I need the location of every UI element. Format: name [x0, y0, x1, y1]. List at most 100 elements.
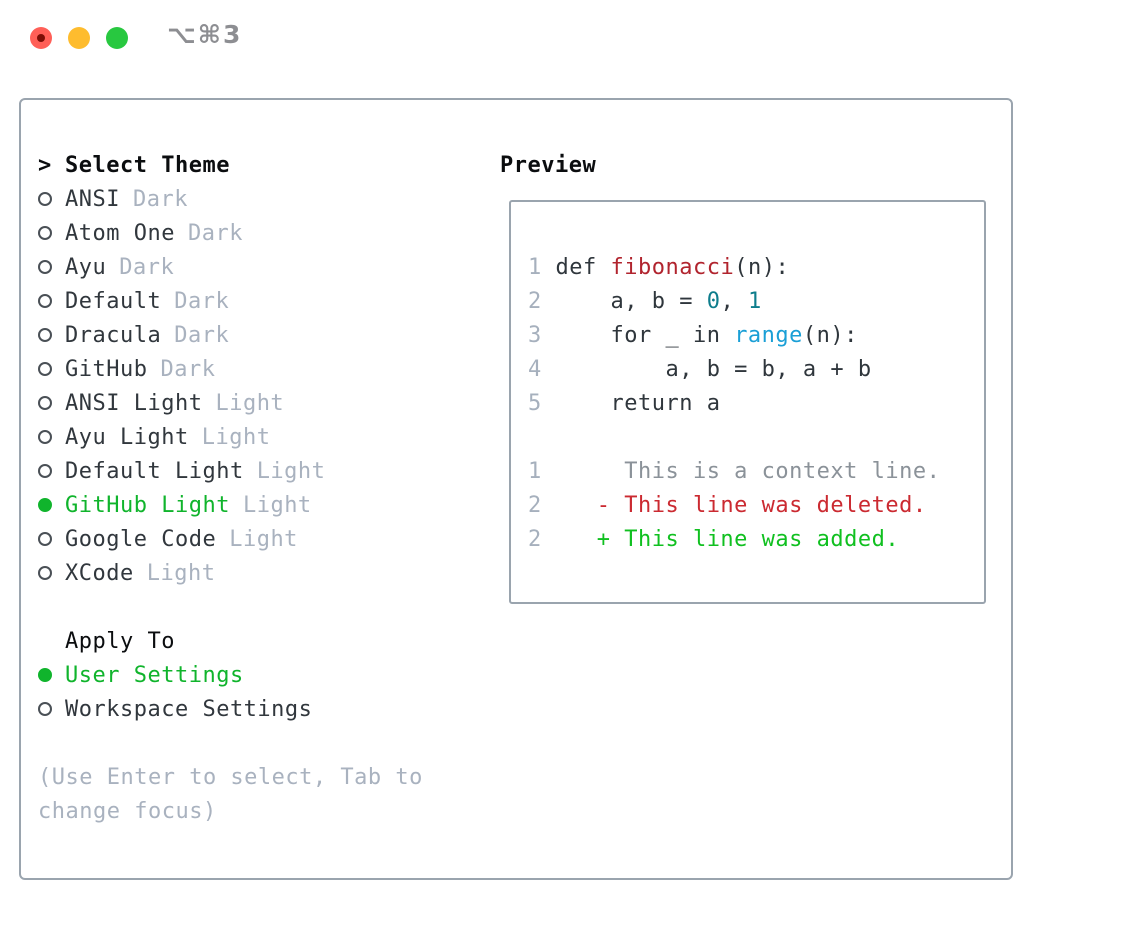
theme-name: Ayu Light [65, 424, 189, 450]
line-number: 2 [528, 288, 542, 314]
window-title: ⌥⌘3 [167, 20, 243, 49]
radio-icon [38, 328, 52, 342]
theme-variant: Light [201, 424, 271, 450]
code-line: 2 - This line was deleted. [528, 488, 984, 522]
radio-icon [38, 566, 52, 580]
radio-icon [38, 294, 52, 308]
code-segment: fibonacci [610, 254, 735, 280]
unsaved-indicator-dot [37, 34, 45, 42]
spacer [38, 590, 423, 624]
apply-option-label: Workspace Settings [65, 696, 313, 722]
spacer [38, 726, 423, 760]
theme-option-github[interactable]: GitHub Dark [38, 352, 423, 386]
line-number: 5 [528, 390, 542, 416]
radio-selected-icon [38, 668, 52, 682]
code-segment: (n): [802, 322, 858, 348]
code-segment: a, b = [541, 288, 707, 314]
theme-option-default[interactable]: Default Dark [38, 284, 423, 318]
code-segment: 0 [706, 288, 721, 314]
theme-variant: Light [242, 492, 312, 518]
apply-option-user-settings[interactable]: User Settings [38, 658, 423, 692]
theme-option-ayu[interactable]: Ayu Dark [38, 250, 423, 284]
code-segment: 1 [747, 288, 762, 314]
radio-icon [38, 192, 52, 206]
minimize-button[interactable] [68, 27, 90, 49]
code-segment: range [734, 322, 803, 348]
code-line: 1 def fibonacci(n): [528, 250, 984, 284]
code-segment: , [720, 288, 748, 314]
code-line: 1 This is a context line. [528, 454, 984, 488]
theme-variant: Light [256, 458, 326, 484]
theme-name: Atom One [65, 220, 175, 246]
code-line [528, 420, 984, 454]
theme-variant: Dark [119, 254, 175, 280]
radio-icon [38, 362, 52, 376]
theme-option-github-light[interactable]: GitHub Light Light [38, 488, 423, 522]
apply-to-header: Apply To [38, 624, 423, 658]
theme-variant: Dark [187, 220, 243, 246]
theme-option-dracula[interactable]: Dracula Dark [38, 318, 423, 352]
theme-name: Google Code [65, 526, 217, 552]
radio-icon [38, 226, 52, 240]
line-number: 3 [528, 322, 542, 348]
theme-name: ANSI Light [65, 390, 203, 416]
maximize-button[interactable] [106, 27, 128, 49]
window-titlebar: ⌥⌘3 [0, 0, 1140, 76]
theme-variant: Dark [160, 356, 216, 382]
theme-variant: Light [146, 560, 216, 586]
theme-option-ayu-light[interactable]: Ayu Light Light [38, 420, 423, 454]
code-segment: def [541, 254, 611, 280]
code-segment: + This line was added. [541, 526, 900, 552]
code-line: 4 a, b = b, a + b [528, 352, 984, 386]
theme-name: GitHub Light [65, 492, 230, 518]
code-line: 2 a, b = 0, 1 [528, 284, 984, 318]
line-number: 1 [528, 254, 542, 280]
close-button[interactable] [30, 27, 52, 49]
theme-name: XCode [65, 560, 134, 586]
theme-variant: Dark [174, 288, 230, 314]
menu-title: Select Theme [65, 152, 230, 178]
apply-to-title: Apply To [65, 628, 175, 654]
hint-line-2: change focus) [38, 798, 217, 824]
radio-icon [38, 430, 52, 444]
apply-option-workspace-settings[interactable]: Workspace Settings [38, 692, 423, 726]
theme-name: Default [65, 288, 162, 314]
hint-line-1: (Use Enter to select, Tab to [38, 764, 423, 790]
code-line: 2 + This line was added. [528, 522, 984, 556]
theme-name: Ayu [65, 254, 107, 280]
line-number: 4 [528, 356, 542, 382]
code-line: 3 for _ in range(n): [528, 318, 984, 352]
theme-name: Dracula [65, 322, 162, 348]
theme-option-google-code[interactable]: Google Code Light [38, 522, 423, 556]
code-segment: (n): [734, 254, 790, 280]
radio-icon [38, 702, 52, 716]
theme-name: ANSI [65, 186, 120, 212]
code-line: 5 return a [528, 386, 984, 420]
radio-icon [38, 532, 52, 546]
radio-icon [38, 464, 52, 478]
code-segment: - This line was deleted. [541, 492, 927, 518]
code-segment: return a [541, 390, 721, 416]
prompt-caret-icon: > [38, 152, 52, 178]
theme-option-atom-one[interactable]: Atom One Dark [38, 216, 423, 250]
line-number: 2 [528, 526, 542, 552]
radio-icon [38, 396, 52, 410]
theme-option-xcode[interactable]: XCode Light [38, 556, 423, 590]
theme-variant: Light [229, 526, 298, 552]
theme-name: GitHub [65, 356, 148, 382]
line-number: 1 [528, 458, 542, 484]
apply-option-label: User Settings [65, 662, 244, 688]
theme-variant: Dark [174, 322, 230, 348]
preview-title: Preview [500, 152, 597, 178]
code-segment: for _ in [541, 322, 735, 348]
line-number: 2 [528, 492, 542, 518]
code-segment: a, b = b, a + b [541, 356, 872, 382]
